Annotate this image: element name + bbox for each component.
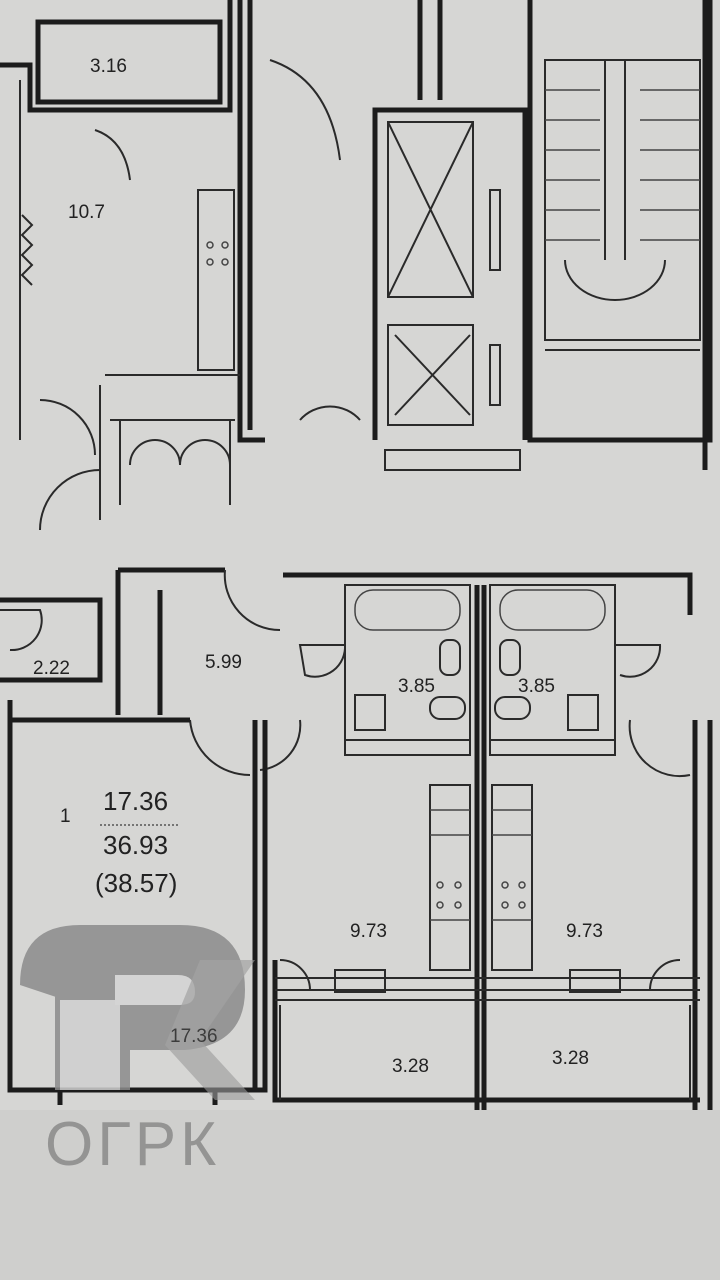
room-area-bath-left: 3.85 (398, 676, 435, 697)
watermark-logo: 17.36 ОГРК (20, 925, 255, 1179)
room-area-balcony-left: 3.28 (392, 1056, 429, 1077)
room-area-bath-right: 3.85 (518, 676, 555, 697)
lower-apartment-hall (0, 567, 693, 1093)
rooms-count: 1 (60, 806, 71, 827)
apartment-summary: 1 17.36 36.93 (38.57) (60, 786, 180, 898)
room-area-balcony-right: 3.28 (552, 1048, 589, 1069)
room-area-kitchen-top: 10.7 (68, 202, 105, 223)
room-area-hall: 5.99 (205, 652, 242, 673)
room-area-living-room: 17.36 (170, 1026, 218, 1047)
upper-left-apartment (0, 0, 265, 531)
watermark-text: ОГРК (45, 1110, 220, 1179)
room-area-storage-top: 3.16 (90, 56, 127, 77)
room-area-storage-left: 2.22 (33, 658, 70, 679)
room-area-kitchen-right: 9.73 (566, 921, 603, 942)
balconies (57, 959, 700, 1105)
total-area-with-balcony: (38.57) (95, 868, 177, 898)
total-area: 36.93 (103, 830, 168, 860)
kitchens (429, 585, 713, 1110)
elevator-stair-core (269, 0, 713, 471)
room-area-kitchen-left: 9.73 (350, 921, 387, 942)
living-area: 17.36 (103, 786, 168, 816)
bathrooms (298, 584, 662, 756)
paper-bottom (0, 1110, 720, 1280)
